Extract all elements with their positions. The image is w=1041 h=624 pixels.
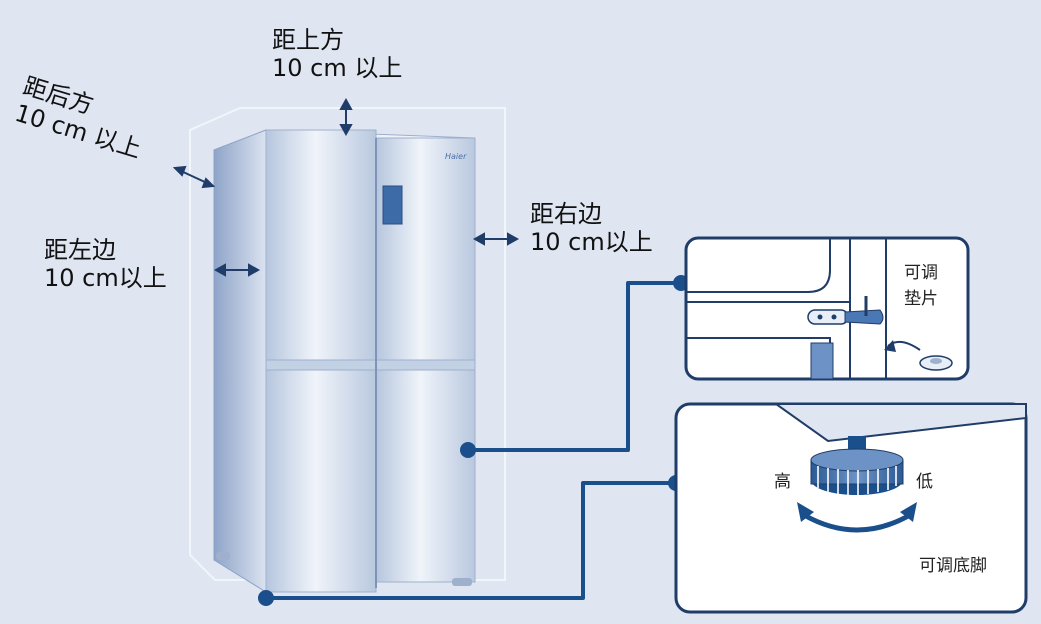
foot-caption: 可调底脚 <box>919 556 987 576</box>
fridge-front-lower-left <box>265 367 377 593</box>
shim-label-line1: 可调 <box>904 263 938 283</box>
foot-low-label: 低 <box>916 472 933 492</box>
fridge-display-panel <box>382 185 403 225</box>
foot-high-label: 高 <box>774 472 791 492</box>
foot-connector-line <box>266 481 676 600</box>
brand-logo: Haier <box>445 152 467 161</box>
clearance-arrows <box>172 97 520 277</box>
door-handle-bar <box>265 359 476 371</box>
top-clearance-line1: 距上方 <box>272 26 344 54</box>
foot-detail-box <box>674 402 1028 614</box>
refrigerator <box>213 129 476 593</box>
shim-detail-box <box>684 236 970 381</box>
right-clearance-line1: 距右边 <box>530 200 602 228</box>
left-clearance-line2: 10 cm以上 <box>44 264 167 292</box>
right-clearance-line2: 10 cm以上 <box>530 228 653 256</box>
clearance-box <box>189 107 506 581</box>
top-clearance-line2: 10 cm 以上 <box>272 54 403 82</box>
shim-label: 可调 垫片 <box>904 262 938 310</box>
right-clearance-label: 距右边 10 cm以上 <box>530 200 653 256</box>
shim-connector-line <box>468 281 681 452</box>
back-clearance-arrow <box>172 165 216 189</box>
shim-label-line2: 垫片 <box>904 289 938 309</box>
right-clearance-arrow <box>472 232 520 246</box>
left-clearance-line1: 距左边 <box>44 236 116 264</box>
fridge-front-upper-right <box>375 137 476 363</box>
top-clearance-arrow <box>339 97 353 137</box>
connector-lines <box>266 281 681 600</box>
left-clearance-arrow <box>213 263 261 277</box>
fridge-side <box>213 129 267 593</box>
fridge-front-upper-left <box>265 129 377 363</box>
top-clearance-label: 距上方 10 cm 以上 <box>272 26 402 82</box>
fridge-front-lower-right <box>375 367 476 583</box>
left-clearance-label: 距左边 10 cm以上 <box>44 236 167 292</box>
